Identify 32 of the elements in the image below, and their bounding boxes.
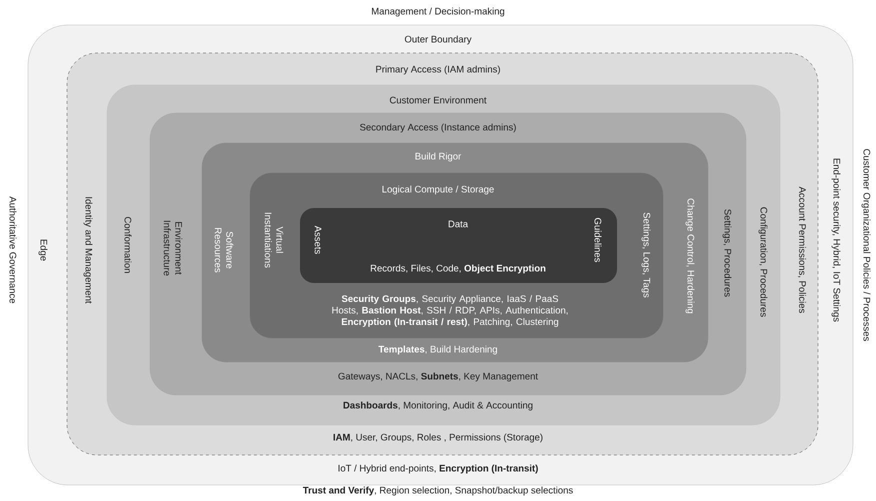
layer-label: Edge bbox=[38, 240, 48, 261]
layer-label: Primary Access (IAM admins) bbox=[376, 66, 500, 74]
layer-label: Account Permissions, Policies bbox=[798, 186, 806, 313]
layer-label: Environment Infrastructure bbox=[164, 220, 182, 276]
layer-label: Templates, Build Hardening bbox=[378, 346, 497, 354]
layer-label: Data bbox=[448, 220, 468, 228]
layer-label: End-point security, Hybrid, IoT Settings bbox=[832, 158, 840, 322]
layer-label: Management / Decision-making bbox=[372, 8, 504, 16]
layer-label: Records, Files, Code, Object Encryption bbox=[370, 264, 546, 274]
layer-label: Customer Organizational Policies / Processes bbox=[862, 149, 870, 341]
layer-label: Customer Environment bbox=[390, 96, 486, 104]
layer-label: Settings, Logs, Tags bbox=[642, 212, 650, 298]
layer-label: Configuration, Procedures bbox=[758, 207, 768, 317]
layer-label: IAM, User, Groups, Roles , Permissions (Storage) bbox=[334, 434, 542, 442]
layer-label: Secondary Access (Instance admins) bbox=[360, 124, 516, 132]
layer-label: Dashboards, Monitoring, Audit & Accounting bbox=[344, 402, 532, 410]
layer-label: Settings, Procedures bbox=[722, 209, 732, 297]
layer-label: Authoritative Governance bbox=[10, 196, 16, 304]
layer-label: Change Control, Hardening bbox=[686, 198, 694, 314]
layer-label: Assets bbox=[314, 226, 322, 254]
layer-label: Security Groups, Security Appliance, IaaS / PaaS Hosts, Bastion Host, SSH / RDP, APIs, Authentication, Encryption (In-transit / rest), Patching, Clustering bbox=[332, 295, 568, 327]
layer-label: IoT / Hybrid end-points, Encryption (In-transit) bbox=[338, 464, 538, 474]
layer-label: Identity and Management bbox=[84, 197, 92, 304]
layer-label: Build Rigor bbox=[416, 152, 462, 162]
layer-label: Outer Boundary bbox=[404, 36, 472, 44]
layer-label: Conformation bbox=[124, 216, 132, 273]
layer-label: Software Resources bbox=[214, 228, 234, 272]
layer-label: Guidelines bbox=[594, 218, 602, 262]
layer-label: Gateways, NACLs, Subnets, Key Management bbox=[338, 372, 538, 382]
layer-label: Virtual Instantiations bbox=[264, 212, 284, 268]
layer-label: Trust and Verify, Region selection, Snapshot/backup selections bbox=[302, 486, 573, 496]
layer-label: Logical Compute / Storage bbox=[382, 186, 494, 194]
